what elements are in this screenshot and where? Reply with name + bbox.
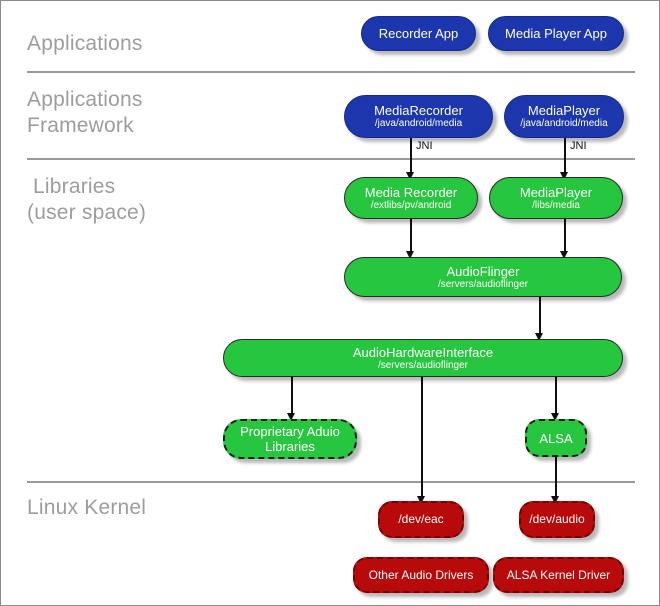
arrowhead-proprietary-libs <box>287 413 295 421</box>
node-title: /dev/audio <box>529 512 585 526</box>
node-subtitle: /libs/media <box>532 199 580 211</box>
node-title: Media Recorder <box>364 184 458 200</box>
node-dev-eac[interactable]: /dev/eac <box>378 501 464 538</box>
node-title: MediaPlayer <box>527 103 601 118</box>
node-recorder-app[interactable]: Recorder App <box>361 16 476 51</box>
arrowhead-media-recorder-lib <box>406 172 414 180</box>
node-audioflinger[interactable]: AudioFlinger /servers/audioflinger <box>344 257 622 297</box>
node-title: AudioFlinger <box>446 263 520 279</box>
connector-ahi-to-proprietary-libs <box>291 377 293 417</box>
connector-media-recorder-lib-to-audioflinger <box>410 219 412 253</box>
node-other-audio-drivers[interactable]: Other Audio Drivers <box>353 557 489 593</box>
node-subtitle: /extlibs/pv/android <box>370 199 452 211</box>
edge-label-jni-recorder: JNI <box>416 140 433 152</box>
arrowhead-mediaplayer-lib <box>560 172 568 180</box>
node-subtitle: /java/android/media <box>520 118 608 129</box>
node-title: ALSA <box>539 430 573 446</box>
node-subtitle: /java/android/media <box>374 118 463 129</box>
divider-applications <box>27 71 635 73</box>
layer-label-linux-kernel: Linux Kernel <box>27 496 147 519</box>
node-title: Other Audio Drivers <box>368 567 474 582</box>
connector-ahi-to-dev-eac <box>421 377 423 500</box>
connector-ahi-to-alsa <box>555 377 557 417</box>
connector-alsa-to-dev-audio <box>555 457 557 500</box>
node-subtitle: /servers/audioflinger <box>437 278 529 290</box>
node-title: MediaRecorder <box>374 103 463 118</box>
divider-libraries <box>27 481 635 483</box>
node-alsa-kernel-driver[interactable]: ALSA Kernel Driver <box>493 557 624 593</box>
node-media-recorder-lib[interactable]: Media Recorder /extlibs/pv/android <box>344 177 478 219</box>
arrowhead-ahi <box>535 333 543 341</box>
connector-mediaplayer-to-mediaplayer-lib <box>564 138 566 176</box>
node-title: AudioHardwareInterface <box>352 344 494 360</box>
arrowhead-alsa <box>551 413 559 421</box>
layer-label-libraries: Libraries (user space) <box>27 175 147 224</box>
node-title: Proprietary Aduio <box>240 424 340 439</box>
divider-applications-framework <box>27 158 635 160</box>
node-title-line2: Libraries <box>265 439 315 454</box>
arrowhead-audioflinger-left <box>406 251 414 259</box>
edge-label-jni-player: JNI <box>570 140 587 152</box>
node-title: MediaPlayer <box>519 184 593 200</box>
node-subtitle: /servers/audioflinger <box>377 359 469 371</box>
layer-label-applications: Applications <box>27 32 143 55</box>
connector-audioflinger-to-ahi <box>539 297 541 335</box>
node-alsa[interactable]: ALSA <box>525 419 587 457</box>
node-title: Media Player App <box>505 26 607 41</box>
node-media-player-app[interactable]: Media Player App <box>488 16 624 51</box>
layer-label-applications-framework: Applications Framework <box>27 88 143 137</box>
arrowhead-dev-audio <box>551 496 559 504</box>
arrowhead-dev-eac <box>417 496 425 504</box>
node-mediaplayer-framework[interactable]: MediaPlayer /java/android/media <box>504 95 624 138</box>
arrowhead-audioflinger-right <box>560 251 568 259</box>
node-audiohardwareinterface[interactable]: AudioHardwareInterface /servers/audiofli… <box>223 339 623 377</box>
connector-mediarecorder-to-media-recorder-lib <box>410 138 412 176</box>
connector-mediaplayer-lib-to-audioflinger <box>564 219 566 253</box>
node-mediarecorder-framework[interactable]: MediaRecorder /java/android/media <box>344 95 493 138</box>
node-dev-audio[interactable]: /dev/audio <box>519 501 595 538</box>
node-mediaplayer-lib[interactable]: MediaPlayer /libs/media <box>489 177 623 219</box>
node-title: /dev/eac <box>398 512 444 526</box>
node-title: Recorder App <box>378 26 459 41</box>
node-proprietary-audio-libraries[interactable]: Proprietary Aduio Libraries <box>223 419 357 459</box>
node-title: ALSA Kernel Driver <box>506 567 611 582</box>
